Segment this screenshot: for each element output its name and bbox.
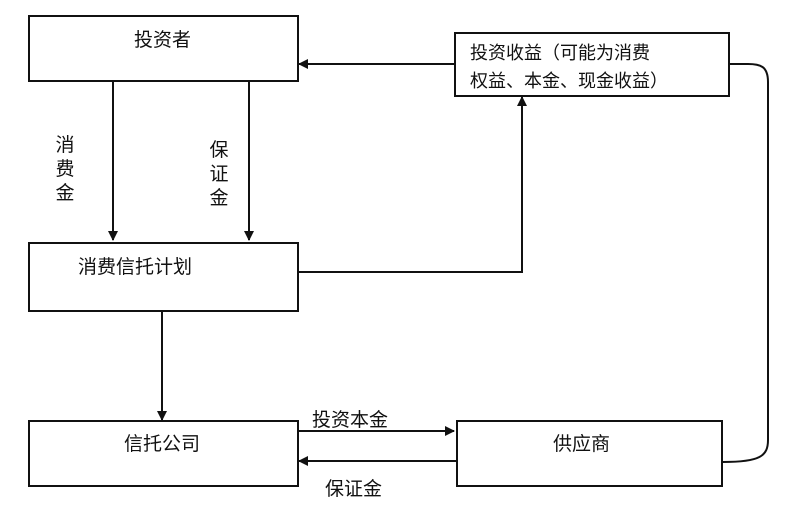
deposit-down-label: 保证金: [209, 139, 229, 209]
returns-box: 投资收益（可能为消费 权益、本金、现金收益）: [454, 32, 730, 97]
principal-label: 投资本金: [312, 409, 389, 431]
supplier-label: 供应商: [553, 433, 611, 455]
returns-label-line2: 权益、本金、现金收益）: [470, 71, 668, 92]
consumption-trust-plan-box: 消费信托计划: [28, 242, 299, 312]
trust-company-box: 信托公司: [28, 420, 299, 487]
supplier-box: 供应商: [456, 420, 723, 487]
consumption-fund-label: 消费金: [55, 134, 75, 204]
trust-company-label: 信托公司: [124, 433, 201, 455]
investor-box: 投资者: [28, 15, 299, 82]
deposit-back-label: 保证金: [325, 478, 383, 500]
arrow-supplier-loop: [722, 63, 769, 463]
arrow-plan-to-returns: [299, 96, 527, 273]
returns-label-line1: 投资收益（可能为消费: [470, 43, 650, 64]
consumption-trust-plan-label: 消费信托计划: [78, 256, 193, 278]
investor-label: 投资者: [134, 29, 192, 51]
